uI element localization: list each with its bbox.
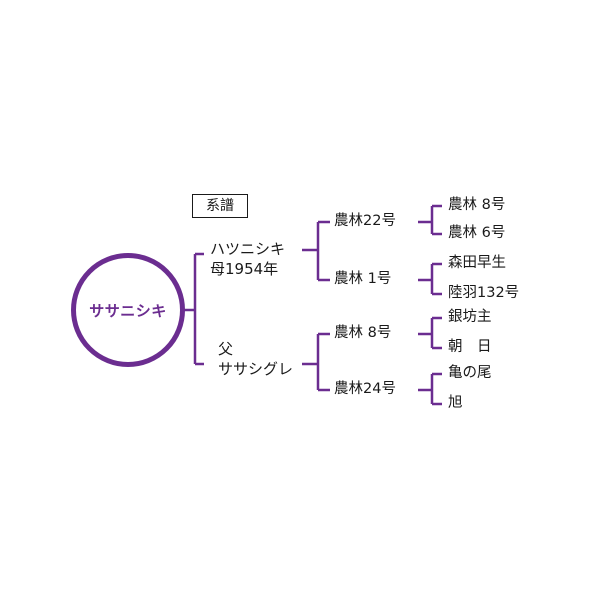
paternal-grandparent-1: 農林 8号 <box>334 325 392 341</box>
maternal-grandparent-2: 農林 1号 <box>334 271 392 287</box>
great-grandparent-3: 森田早生 <box>448 255 506 271</box>
root-variety-name: ササニシキ <box>89 301 167 320</box>
father-node: 父 ササシグレ <box>218 340 293 379</box>
root-variety-node: ササニシキ <box>71 253 185 367</box>
father-name: ササシグレ <box>218 359 294 378</box>
mother-role: 母1954年 <box>210 259 279 278</box>
great-grandparent-8: 旭 <box>448 395 463 411</box>
mother-name: ハツニシキ <box>210 240 286 258</box>
great-grandparent-6: 朝 日 <box>448 339 492 355</box>
father-role: 父 <box>218 340 234 358</box>
great-grandparent-1: 農林 8号 <box>448 197 506 213</box>
great-grandparent-2: 農林 6号 <box>448 225 506 241</box>
maternal-grandparent-1: 農林22号 <box>334 213 396 229</box>
paternal-grandparent-2: 農林24号 <box>334 381 396 397</box>
great-grandparent-7: 亀の尾 <box>448 365 492 381</box>
great-grandparent-5: 銀坊主 <box>448 309 492 325</box>
pedigree-title: 系譜 <box>192 194 248 218</box>
great-grandparent-4: 陸羽132号 <box>448 285 520 301</box>
mother-node: ハツニシキ 母1954年 <box>210 240 285 279</box>
